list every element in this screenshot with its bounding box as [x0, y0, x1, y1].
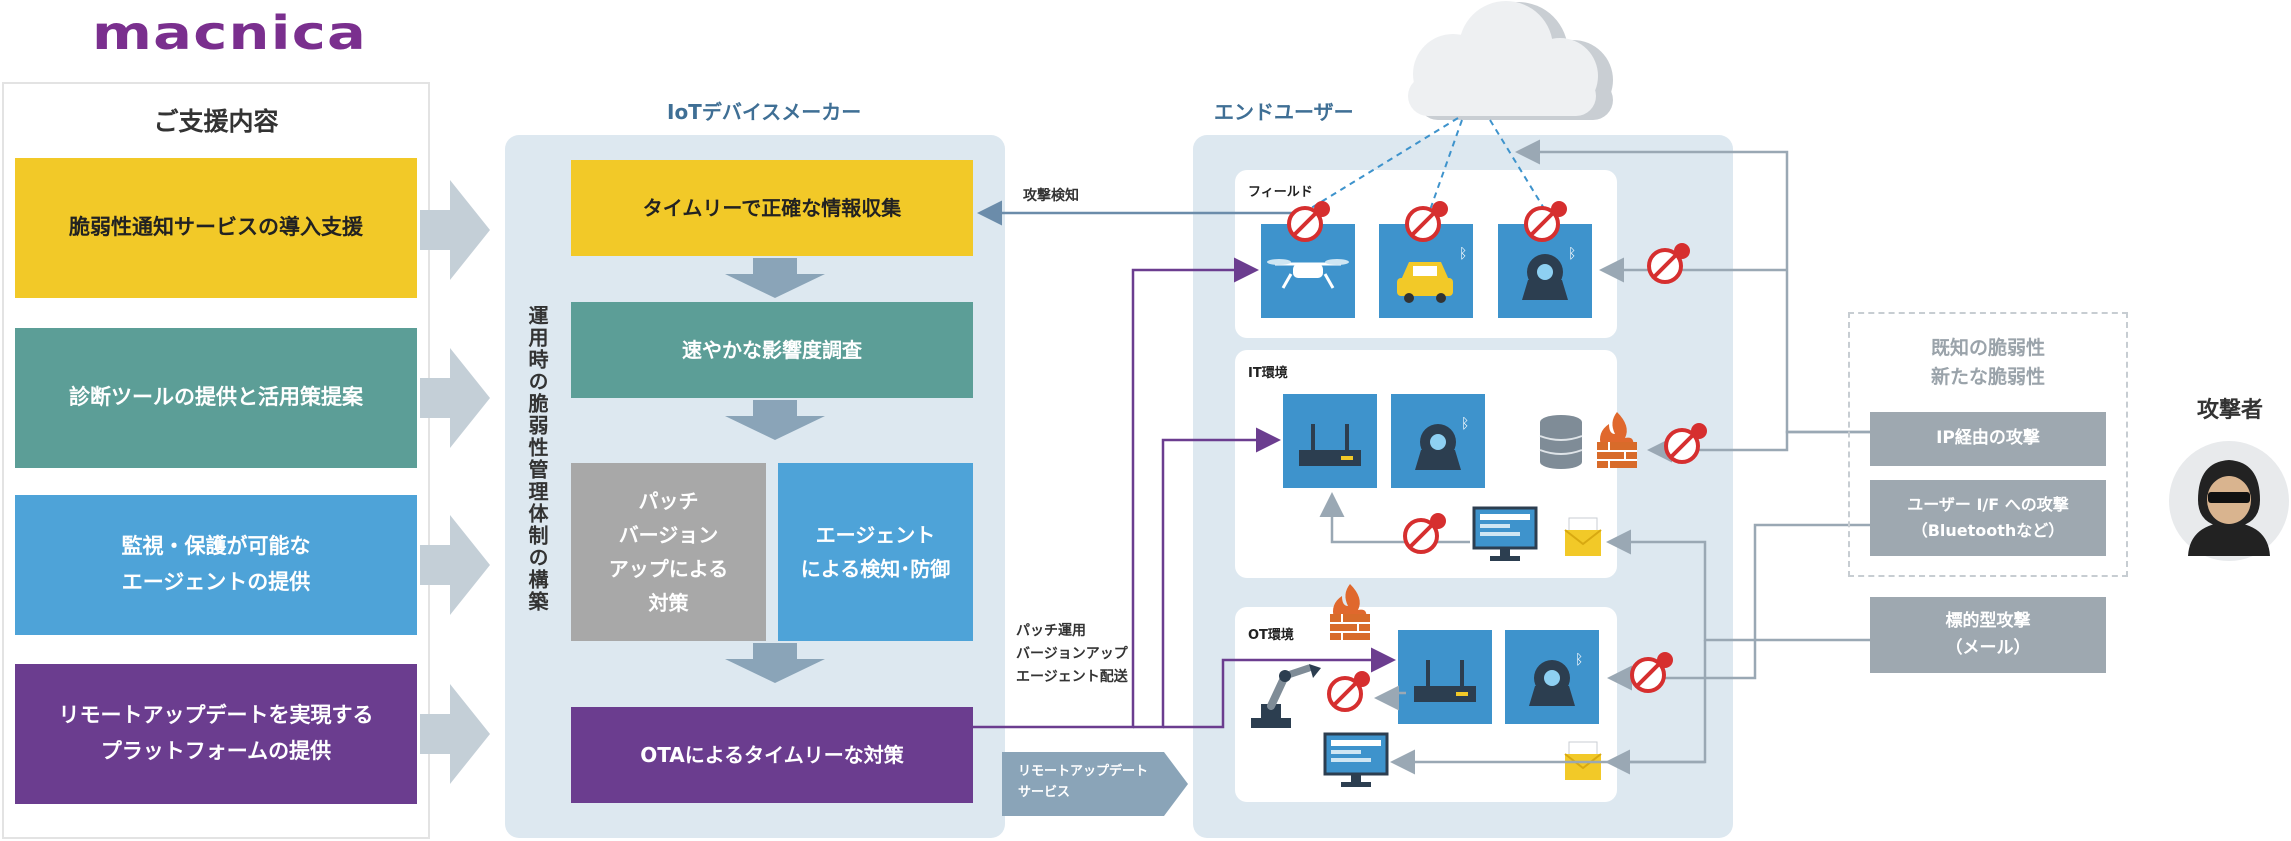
- support-item-remote-update: リモートアップデートを実現する プラットフォームの提供: [15, 664, 417, 804]
- prohibited-icon: [1647, 243, 1690, 284]
- it-zone-label: IT環境: [1248, 366, 1288, 381]
- ip-attack-label: IP経由の攻撃: [1870, 412, 2106, 466]
- support-item-vuln-notify: 脆弱性通知サービスの導入支援: [15, 158, 417, 298]
- robot-arm-icon: [1251, 664, 1321, 728]
- prohibited-icon: [1524, 201, 1567, 242]
- firewall-icon: [1597, 412, 1637, 468]
- right-arrow-icon: [420, 348, 490, 448]
- cloud-icon: [1408, 1, 1613, 120]
- maker-title: IoTデバイスメーカー: [667, 100, 862, 124]
- support-title: ご支援内容: [153, 107, 279, 136]
- step-impact-investigation: 速やかな影響度調査: [571, 302, 973, 398]
- camera-device-ot: ᛒ: [1505, 630, 1599, 724]
- ui-attack-label: ユーザー I/F への攻撃 （Bluetoothなど）: [1870, 480, 2106, 556]
- monitor-icon: [1323, 732, 1389, 787]
- hacker-icon: [2169, 441, 2289, 561]
- camera-device-it: ᛒ: [1391, 394, 1485, 488]
- prohibited-icon: [1403, 513, 1446, 554]
- prohibited-icon: [1630, 652, 1673, 693]
- field-zone-label: フィールド: [1248, 185, 1313, 200]
- drone-device: [1261, 224, 1355, 318]
- known-vuln-box: [1848, 312, 2128, 577]
- down-arrow-icon: [725, 400, 825, 440]
- mail-icon: [1564, 741, 1602, 780]
- router-device-it: [1283, 394, 1377, 488]
- bluetooth-icon: ᛒ: [1575, 652, 1583, 668]
- patch-delivery-label: パッチ運用 バージョンアップ エージェント配送: [1016, 623, 1128, 686]
- step-agent: エージェント による検知･防御: [778, 463, 973, 641]
- maker-vertical-label: 運用時の脆弱性管理体制の構築: [525, 305, 549, 613]
- right-arrow-icon: [420, 515, 490, 615]
- remote-update-label: リモートアップデート サービス: [1018, 764, 1149, 801]
- bluetooth-icon: ᛒ: [1461, 416, 1469, 432]
- attack-detect-label: 攻撃検知: [1023, 188, 1079, 204]
- end-user-title: エンドユーザー: [1214, 100, 1354, 124]
- monitor-icon: [1472, 506, 1538, 561]
- ot-zone-label: OT環境: [1248, 628, 1294, 643]
- known-vuln-title: 既知の脆弱性 新たな脆弱性: [1930, 337, 2045, 389]
- camera-icon: ᛒ: [1522, 246, 1576, 300]
- firewall-icon: [1330, 584, 1370, 640]
- step-ota: OTAによるタイムリーな対策: [571, 707, 973, 803]
- camera-icon: ᛒ: [1415, 416, 1469, 470]
- support-item-diagnosis-tool: 診断ツールの提供と活用策提案: [15, 328, 417, 468]
- targeted-attack-label: 標的型攻撃 （メール）: [1870, 597, 2106, 673]
- support-item-agent: 監視・保護が可能な エージェントの提供: [15, 495, 417, 635]
- prohibited-icon: [1287, 201, 1330, 242]
- bluetooth-icon: ᛒ: [1568, 246, 1576, 262]
- prohibited-icon: [1405, 201, 1448, 242]
- prohibited-icon: [1327, 671, 1370, 712]
- car-icon: ᛒ: [1397, 246, 1467, 303]
- prohibited-icon: [1664, 423, 1707, 464]
- step-info-collection: タイムリーで正確な情報収集: [571, 160, 973, 256]
- down-arrow-icon: [725, 258, 825, 298]
- right-arrow-icon: [420, 180, 490, 280]
- right-arrow-icon: [420, 684, 490, 784]
- mail-icon: [1564, 517, 1602, 556]
- step-patch: パッチ バージョン アップによる 対策: [571, 463, 766, 641]
- drone-icon: [1267, 259, 1349, 289]
- down-arrow-icon: [725, 643, 825, 683]
- database-icon: [1539, 415, 1583, 469]
- router-icon: [1299, 424, 1361, 466]
- attacker-label: 攻撃者: [2196, 398, 2263, 423]
- camera-device: ᛒ: [1498, 224, 1592, 318]
- camera-icon: ᛒ: [1529, 652, 1583, 706]
- bluetooth-icon: ᛒ: [1459, 246, 1467, 262]
- remote-update-arrow: [1002, 752, 1188, 816]
- router-icon: [1414, 660, 1476, 702]
- macnica-logo: macnica: [92, 6, 368, 60]
- router-device-ot: [1398, 630, 1492, 724]
